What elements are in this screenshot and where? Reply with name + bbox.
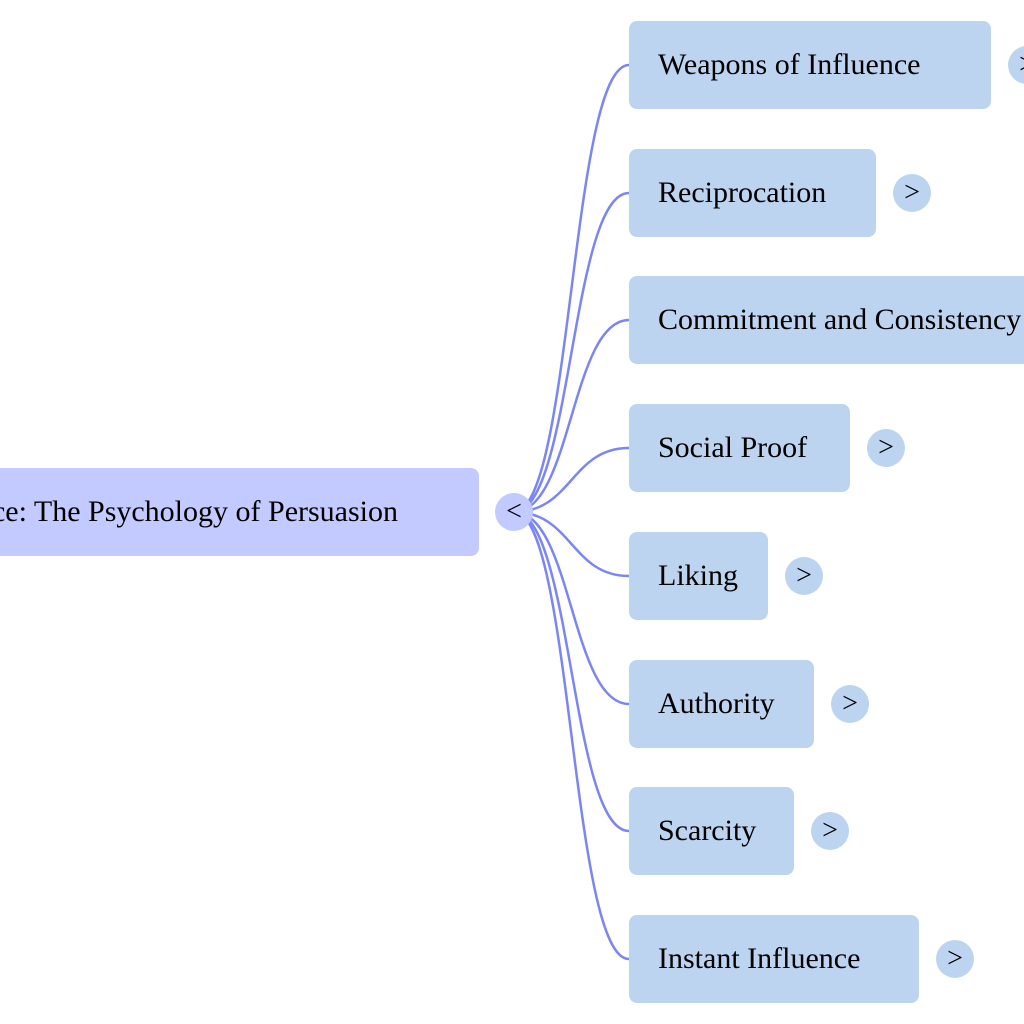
child-node-label: Authority bbox=[658, 687, 775, 720]
link-root-to-child bbox=[513, 191, 630, 514]
root-node[interactable]: Influence: The Psychology of Persuasion bbox=[0, 468, 479, 556]
collapse-toggle-root[interactable]: < bbox=[495, 493, 533, 531]
child-node-instant-influence[interactable]: Instant Influence bbox=[629, 915, 919, 1003]
expand-toggle-instant-influence[interactable]: > bbox=[936, 940, 974, 978]
link-root-to-child bbox=[513, 510, 630, 961]
expand-toggle-liking[interactable]: > bbox=[785, 557, 823, 595]
root-node-label: Influence: The Psychology of Persuasion bbox=[0, 495, 398, 528]
link-root-to-child bbox=[513, 510, 630, 833]
child-node-reciprocation[interactable]: Reciprocation bbox=[629, 149, 876, 237]
link-root-to-child bbox=[513, 510, 630, 706]
expand-toggle-weapons-of-influence[interactable]: > bbox=[1008, 46, 1024, 84]
child-node-weapons-of-influence[interactable]: Weapons of Influence bbox=[629, 21, 991, 109]
child-node-label: Commitment and Consistency bbox=[658, 303, 1022, 336]
child-node-authority[interactable]: Authority bbox=[629, 660, 814, 748]
expand-toggle-authority[interactable]: > bbox=[831, 685, 869, 723]
child-node-scarcity[interactable]: Scarcity bbox=[629, 787, 794, 875]
child-node-label: Reciprocation bbox=[658, 176, 827, 209]
expand-toggle-social-proof[interactable]: > bbox=[867, 429, 905, 467]
link-root-to-child bbox=[513, 63, 630, 514]
child-node-liking[interactable]: Liking bbox=[629, 532, 768, 620]
child-node-label: Instant Influence bbox=[658, 942, 861, 975]
child-node-social-proof[interactable]: Social Proof bbox=[629, 404, 850, 492]
expand-toggle-scarcity[interactable]: > bbox=[811, 812, 849, 850]
child-node-label: Social Proof bbox=[658, 431, 808, 464]
child-node-commitment-and-consistency[interactable]: Commitment and Consistency bbox=[629, 276, 1024, 364]
link-root-to-child bbox=[513, 318, 630, 514]
child-node-label: Weapons of Influence bbox=[658, 48, 921, 81]
expand-toggle-reciprocation[interactable]: > bbox=[893, 174, 931, 212]
child-node-label: Scarcity bbox=[658, 814, 757, 847]
child-node-label: Liking bbox=[658, 559, 738, 592]
